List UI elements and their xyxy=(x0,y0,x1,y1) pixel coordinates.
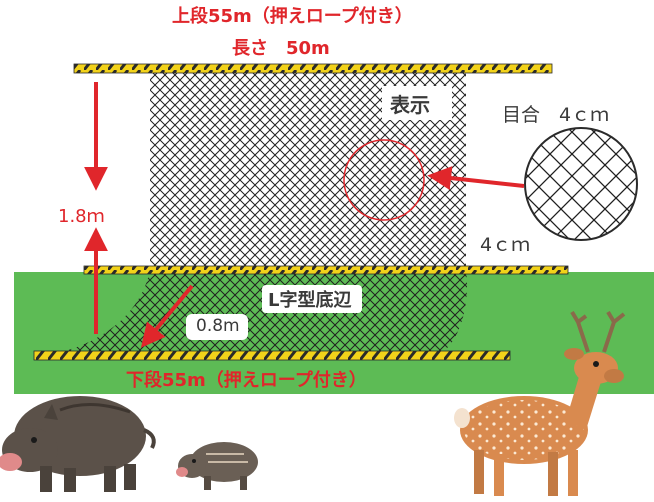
detail-circle xyxy=(343,139,425,221)
width-arrow xyxy=(140,284,194,348)
bottom-width-label-box xyxy=(186,314,248,340)
l-bottom-label: L字型底辺 xyxy=(268,290,352,311)
deer-icon xyxy=(454,310,626,496)
top-rope xyxy=(73,63,553,74)
detail-arrow xyxy=(427,166,525,191)
sign-board xyxy=(382,86,452,120)
bottom-rope-label: 下段55m（押えロープ付き） xyxy=(126,370,367,391)
bottom-rope xyxy=(33,350,511,361)
sign-label: 表示 xyxy=(390,93,430,117)
mesh-label: 目合 4ｃｍ xyxy=(502,104,610,126)
magnifier-circle-icon xyxy=(524,127,638,241)
top-rope-label: 上段55m（押えロープ付き） xyxy=(172,6,413,27)
mesh-size-label: 4ｃｍ xyxy=(480,234,531,256)
l-bottom-label-box xyxy=(262,285,362,313)
middle-rope xyxy=(83,265,569,275)
bottom-width-label: 0.8m xyxy=(196,316,240,336)
height-label: 1.8ｍ xyxy=(58,206,105,227)
boar-icon xyxy=(0,396,156,492)
piglet-icon xyxy=(176,442,258,490)
length-label: 長さ 50m xyxy=(232,38,330,59)
